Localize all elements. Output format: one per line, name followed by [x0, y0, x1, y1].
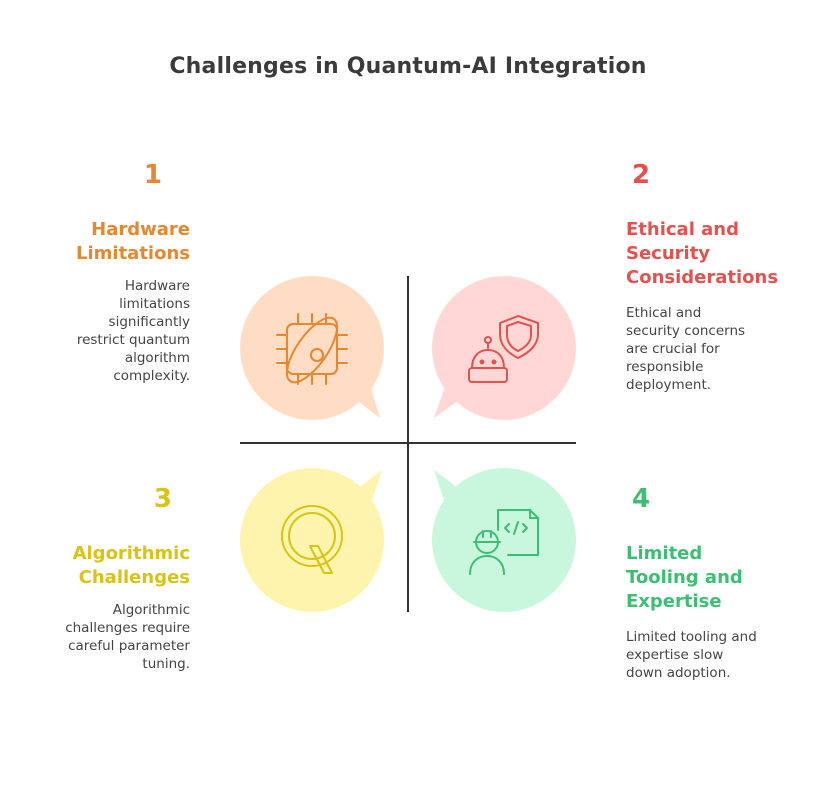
quadrant-1-description: Hardware limitations significantly restr…: [76, 278, 190, 384]
quadrant-3-number: 3: [153, 484, 172, 514]
quadrant-2-description: Ethical and security concerns are crucia…: [626, 305, 746, 393]
quadrant-4-description: Limited tooling and expertise slow down …: [626, 629, 757, 681]
quadrant-3-bubble: [240, 468, 384, 612]
quadrant-3-description: Algorithmic challenges require careful p…: [65, 602, 190, 672]
quadrant-3-heading: Algorithmic Challenges: [72, 543, 190, 588]
quadrant-4-heading: Limited Tooling and Expertise: [626, 543, 743, 612]
diagram-title: Challenges in Quantum-AI Integration: [169, 54, 647, 79]
quadrant-2-heading: Ethical and Security Considerations: [626, 219, 779, 288]
quadrant-2-number: 2: [632, 160, 651, 190]
quantum-chip-icon: [276, 313, 348, 385]
quadrant-1-bubble: [240, 276, 384, 420]
robot-shield-icon: [468, 315, 539, 383]
letter-q-icon: [281, 505, 343, 574]
quadrant-4-bubble: [432, 468, 576, 612]
quadrant-4-number: 4: [632, 484, 651, 514]
quadrant-1-number: 1: [143, 160, 162, 190]
quadrant-1-heading: Hardware Limitations: [76, 219, 190, 264]
developer-code-icon: [469, 509, 539, 575]
